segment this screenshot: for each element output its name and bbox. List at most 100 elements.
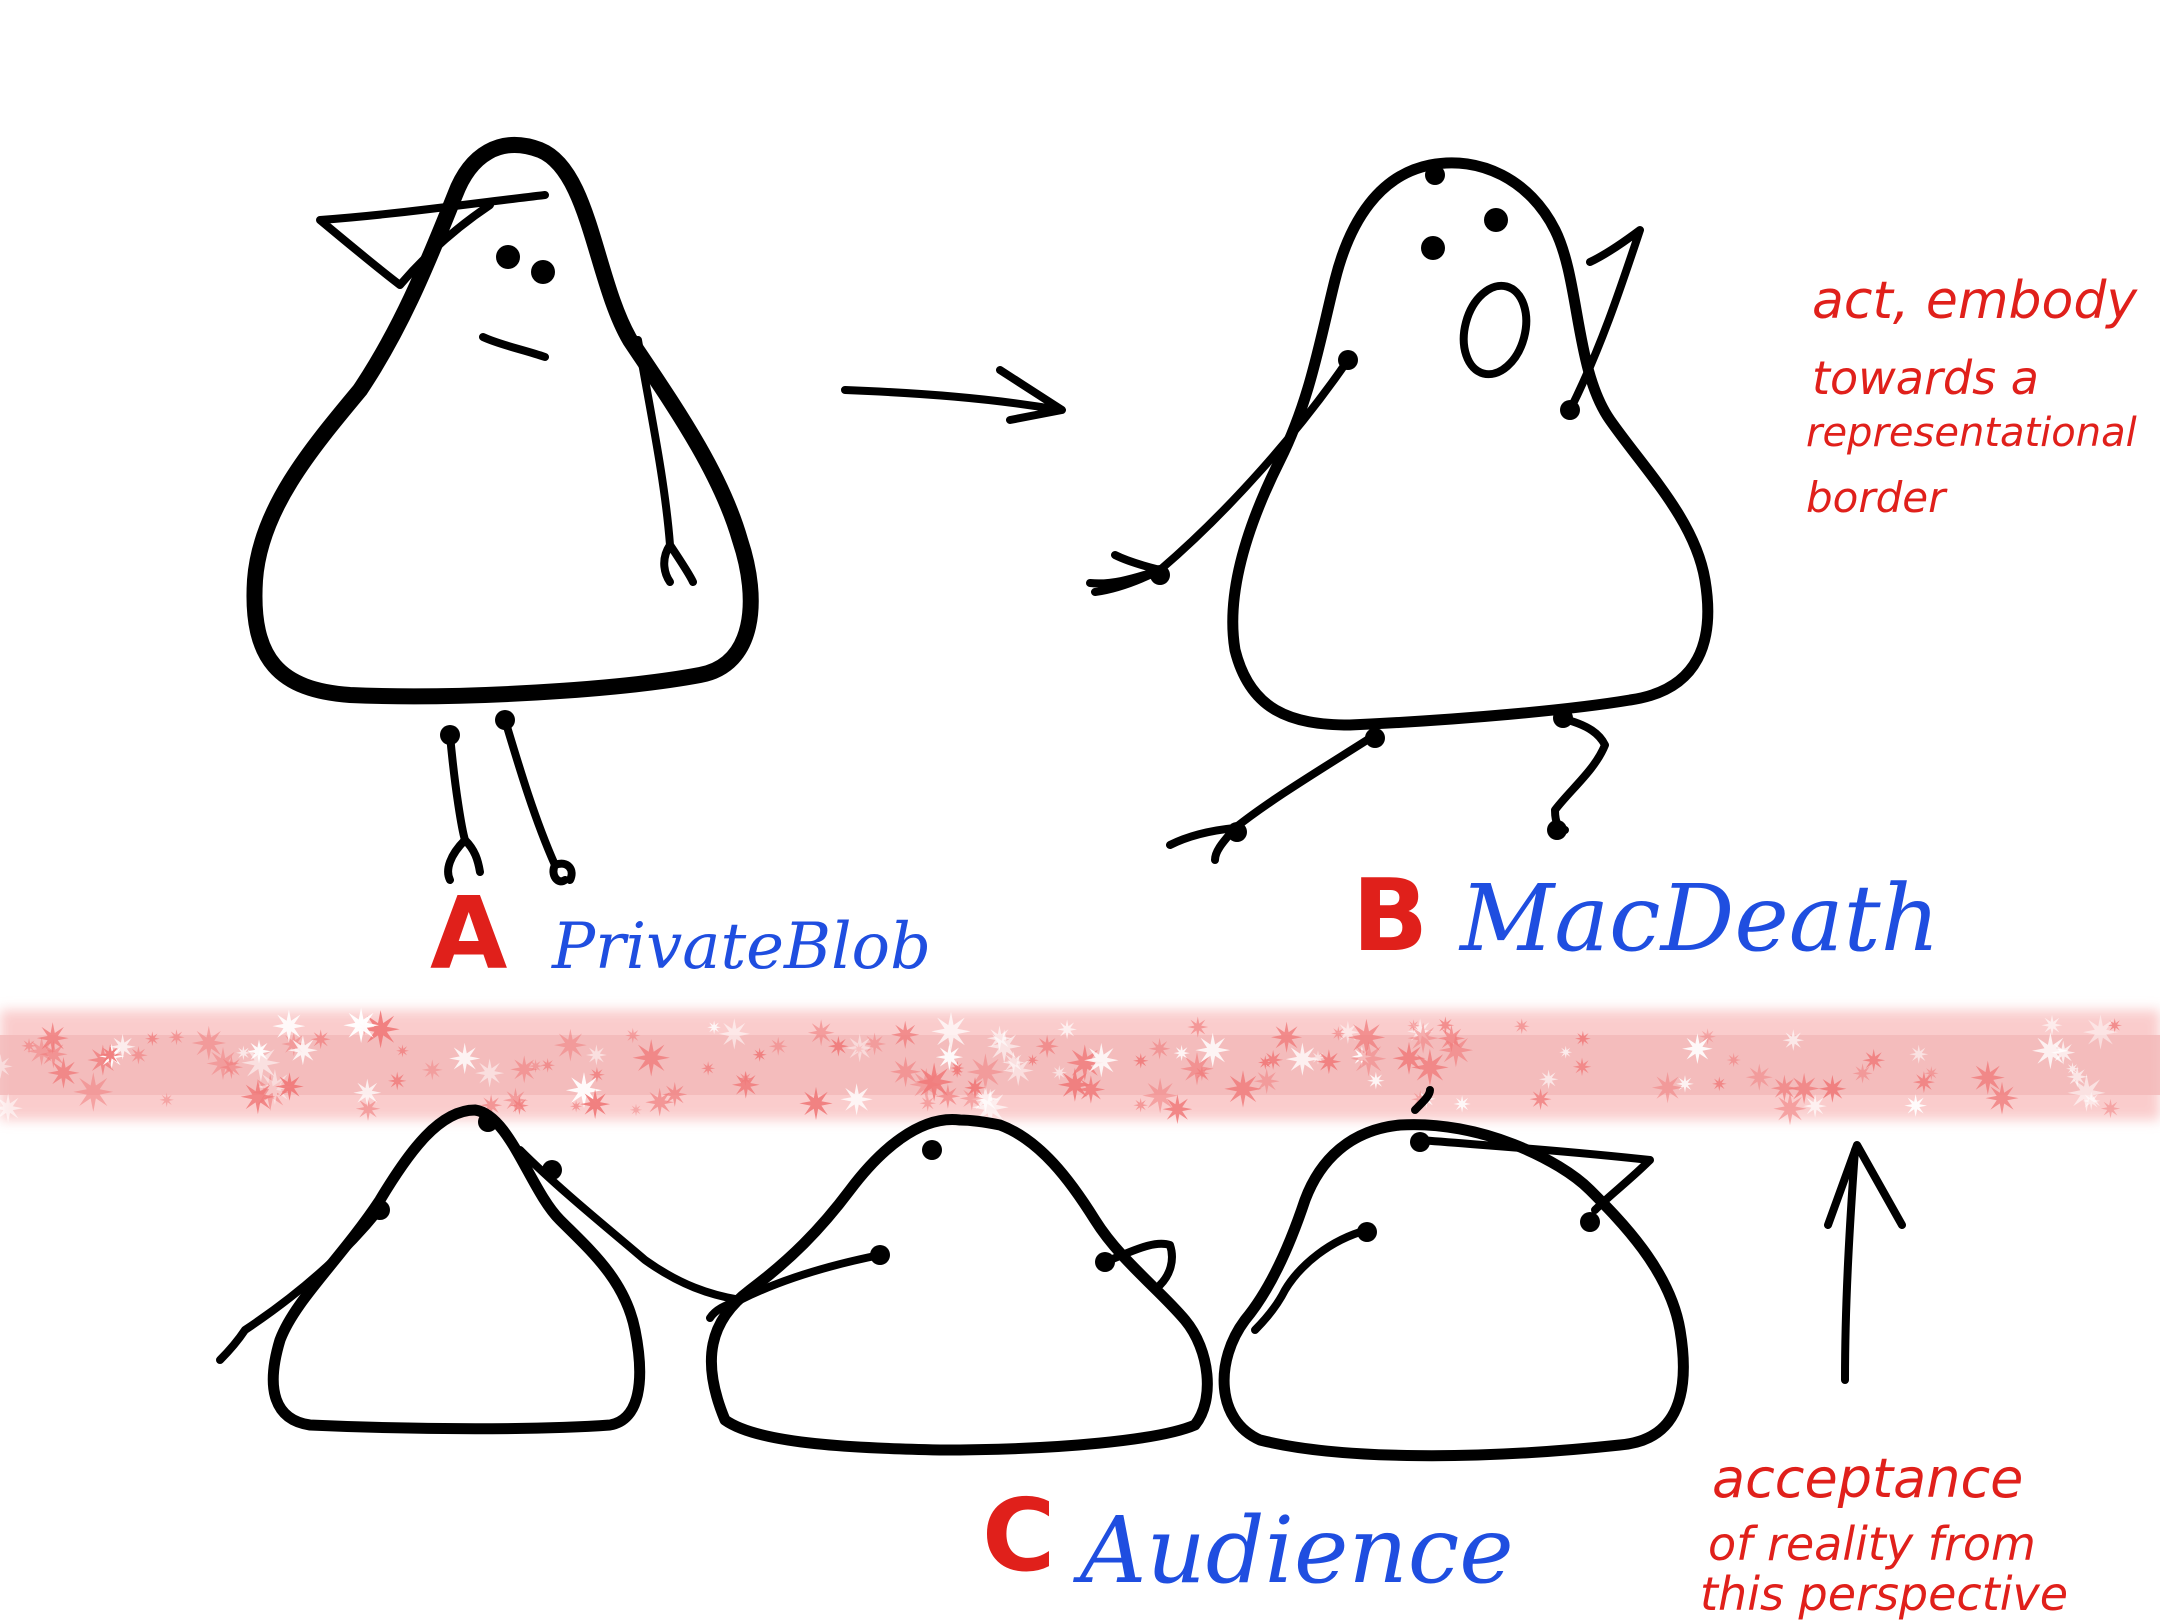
sparkle (47, 1057, 80, 1089)
label-b: B MacDeath (1352, 857, 1940, 974)
sparkle (987, 1029, 1022, 1064)
sparkle (1285, 1042, 1319, 1076)
sparkle (129, 1046, 148, 1065)
sparkle (275, 1072, 304, 1101)
sparkle (752, 1047, 767, 1062)
note-acceptance-line-3: this perspective (1700, 1567, 2068, 1620)
blob-a-knee-left (440, 725, 460, 745)
label-b-name: MacDeath (1458, 865, 1940, 972)
sparkle (890, 1056, 921, 1088)
sparkle (1862, 1048, 1886, 1072)
sparkle (1316, 1049, 1342, 1075)
blob-a-eye-left (496, 245, 520, 269)
sparkle (449, 1042, 481, 1075)
note-act-line-2: towards a (1812, 351, 2039, 405)
blob-a-mouth (479, 333, 549, 361)
sparkle (732, 1071, 760, 1099)
blob-b-joint-8 (1547, 820, 1567, 840)
blob-b-joint-3 (1560, 400, 1580, 420)
blob-b-joint-2 (1338, 350, 1358, 370)
sparkle (1133, 1097, 1148, 1113)
figure-a-private-blob (246, 137, 759, 886)
sparkle (1970, 1060, 2005, 1095)
label-c: C Audience (982, 1477, 1514, 1604)
sparkle (852, 1043, 865, 1056)
sparkle (1407, 1019, 1420, 1032)
sparkle (1084, 1042, 1119, 1078)
blob-b-mouth (1459, 281, 1531, 379)
sparkle (1142, 1077, 1178, 1114)
sparkle (1224, 1070, 1262, 1108)
sparkle (168, 1029, 185, 1046)
sparkle (73, 1072, 114, 1112)
blob-b-joint-6 (1553, 708, 1573, 728)
blob-a-eye-right (531, 260, 555, 284)
sparkle (701, 1061, 716, 1076)
sparkle (2100, 1098, 2121, 1119)
sparkle (310, 1029, 331, 1050)
label-b-letter: B (1352, 857, 1428, 974)
sparkle (1514, 1018, 1530, 1035)
sparkle (1411, 1048, 1449, 1087)
sparkle (1924, 1066, 1939, 1081)
sparkle (585, 1044, 607, 1066)
sparkle (840, 1083, 873, 1116)
sparkle (807, 1019, 835, 1046)
blob-b-leg-right (1551, 714, 1609, 834)
sparkle (1253, 1068, 1280, 1095)
sparkle (109, 1033, 136, 1060)
sparkle (1904, 1094, 1927, 1117)
sparkle (645, 1087, 675, 1117)
sparkle (1148, 1037, 1171, 1060)
sparkle (240, 1079, 276, 1115)
sparkle (2066, 1062, 2079, 1076)
sparkle (966, 1053, 1004, 1091)
sparkle (1438, 1033, 1473, 1068)
sparkle (361, 1010, 400, 1049)
sparkle (935, 1043, 963, 1071)
sparkle (909, 1067, 943, 1102)
arrow-up-acceptance (1824, 1141, 1906, 1384)
note-acceptance-line-1: acceptance (1712, 1447, 2023, 1510)
label-a-letter: A (430, 875, 507, 992)
sparkle (1162, 1094, 1193, 1124)
sparkle (1035, 1034, 1059, 1058)
figure-b-mac-death (1086, 157, 1714, 864)
sparkle (1676, 1075, 1694, 1093)
sparkle (241, 1043, 281, 1083)
sparkle (21, 1038, 37, 1054)
sparkle (540, 1058, 555, 1073)
sparkle (919, 1094, 937, 1112)
sparkle (219, 1055, 244, 1080)
sparkle (1572, 1057, 1592, 1076)
sparkle (1392, 1041, 1426, 1075)
sparkle (1773, 1092, 1807, 1126)
arrow-a-to-b (841, 366, 1066, 424)
sparkle (964, 1077, 986, 1099)
sparkle (1909, 1044, 1929, 1064)
sparkle (2032, 1032, 2069, 1070)
sparkle (1712, 1076, 1727, 1092)
sparkle (1699, 1028, 1716, 1045)
note-acceptance-line-2: of reality from (1708, 1517, 2036, 1571)
sparkle (1436, 1016, 1455, 1035)
sparkle (1180, 1052, 1214, 1086)
blob-b-joint-1 (1425, 165, 1445, 185)
sparkle (2083, 1014, 2119, 1050)
blob-b-eye-left (1421, 236, 1445, 260)
sparkle (629, 1103, 643, 1117)
sparkle (1726, 1052, 1741, 1068)
sparkle (1529, 1088, 1552, 1111)
sparkle (589, 1066, 605, 1083)
sparkle (1258, 1055, 1273, 1070)
blob-b-joint-5 (1365, 728, 1385, 748)
sparkle (1682, 1033, 1713, 1064)
sparkle (580, 1089, 611, 1119)
sparkle (768, 1036, 788, 1056)
sparkle (1347, 1018, 1386, 1057)
sparkle (1331, 1026, 1346, 1041)
sparkle (475, 1058, 505, 1088)
sparkle (39, 1040, 68, 1069)
blob-b-joint-4 (1150, 565, 1170, 585)
blob-a-leg-left (444, 731, 484, 884)
